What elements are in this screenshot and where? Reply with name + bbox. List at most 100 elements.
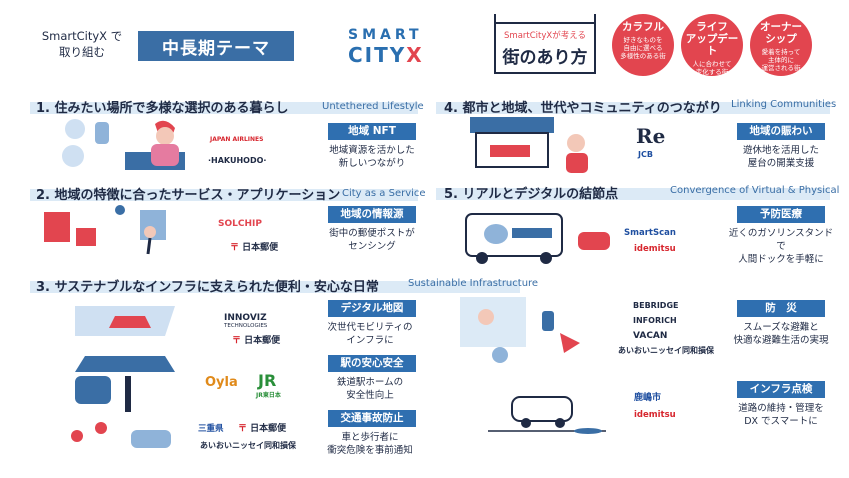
intro-line-1: SmartCityX で: [41, 29, 123, 43]
partner-japanpost-2: 〒 日本郵便: [232, 336, 281, 346]
disaster-illustration: [460, 297, 580, 363]
intro-line-2: 取り組む: [59, 45, 105, 59]
partner-inforich: INFORICH: [633, 316, 677, 325]
partner-oyla: Oyla: [205, 375, 238, 390]
partner-japanpost: 〒 日本郵便: [230, 243, 279, 253]
partner-jr: JR: [258, 371, 277, 390]
section-2-en: City as a Service: [342, 188, 426, 199]
partner-smartscan: SmartScan: [624, 228, 676, 238]
desc-local-info: 街中の郵便ポストがセンシング: [326, 227, 418, 253]
theme-label: 中長期テーマ: [138, 31, 294, 61]
desc-line: 近くのガソリンスタンドで: [728, 228, 834, 252]
section-4-en: Linking Communities: [731, 99, 837, 110]
section-1-en: Untethered Lifestyle: [322, 101, 424, 112]
partner-japanpost-name: 日本郵便: [244, 336, 281, 346]
section-3-en: Sustainable Infrastructure: [408, 278, 539, 289]
partner-jal: JAPAN AIRLINES: [210, 136, 264, 143]
desc-digital-map: 次世代モビリティのインフラに: [318, 321, 422, 347]
desc-local-vitality: 遊休地を活用した屋台の開業支援: [735, 144, 827, 170]
section-4-title: 4. 都市と地域、世代やコミュニティのつながり: [444, 101, 722, 116]
section-1-stripe: [30, 102, 418, 114]
section-5-stripe: [436, 188, 830, 200]
desc-line: センシング: [348, 241, 396, 252]
value-title: ライフ: [696, 21, 728, 33]
logo-line-1: SMART: [348, 27, 423, 43]
tag-infra-inspection: インフラ点検: [737, 381, 825, 398]
partner-re: Re: [636, 124, 666, 148]
partner-idemitsu: idemitsu: [634, 244, 676, 254]
value-desc-3: 運営される街: [761, 64, 801, 72]
partner-japanpost-name: 日本郵便: [250, 424, 287, 434]
partner-japanpost-name: 日本郵便: [242, 243, 279, 253]
value-desc-2: 変化する街: [695, 68, 729, 76]
tag-digital-map: デジタル地図: [328, 300, 416, 317]
desc-line: 鉄道駅ホームの: [336, 377, 404, 388]
sign-hanger: [494, 14, 596, 24]
value-desc: 好きなものを: [623, 36, 663, 44]
section-1-title: 1. 住みたい場所で多様な選択のある暮らし: [36, 101, 289, 116]
tag-local-info: 地域の情報源: [328, 206, 416, 223]
desc-preventive-medicine: 近くのガソリンスタンドで人間ドックを手軽に: [728, 227, 834, 266]
partner-bebridge: BEBRIDGE: [633, 301, 679, 310]
partner-mie: 三重県: [198, 424, 224, 434]
partner-hakuhodo: ·HAKUHODO·: [208, 156, 267, 165]
desc-line: 遊休地を活用した: [742, 145, 819, 156]
desc-accident-prevention: 車と歩行者に衝突危険を事前通知: [314, 431, 426, 457]
desc-line: スムーズな避難と: [743, 322, 819, 333]
sign-title: 街のあり方: [502, 48, 588, 68]
partner-jr-sub: JR東日本: [256, 392, 281, 399]
sign-subtitle: SmartCityXが考える: [504, 31, 586, 41]
desc-station-safety: 鉄道駅ホームの安全性向上: [318, 376, 422, 402]
intro-text: SmartCityX で 取り組む: [40, 28, 124, 60]
desc-line: インフラに: [346, 335, 394, 346]
value-desc: 人に合わせて: [692, 60, 732, 68]
logo-x: X: [406, 43, 424, 67]
section-3-title: 3. サステナブルなインフラに支えられた便利・安心な日常: [36, 280, 379, 295]
desc-line: 地域資源を活かした: [329, 145, 415, 156]
desc-line: 道路の維持・管理を: [738, 403, 824, 414]
value-title-2: アップデート: [685, 33, 739, 57]
partner-innoviz: INNOVIZ: [224, 313, 267, 323]
tag-local-nft: 地域 NFT: [328, 123, 416, 140]
desc-line: 衝突危険を事前通知: [327, 445, 413, 456]
partner-vacan: VACAN: [633, 331, 668, 341]
partner-japanpost-3: 〒 日本郵便: [238, 424, 287, 434]
value-desc: 愛着を持って: [761, 48, 801, 56]
section-2-illustration: [44, 205, 166, 255]
inspection-illustration: [488, 396, 606, 434]
section-4-stripe: [436, 102, 830, 114]
section-5-title: 5. リアルとデジタルの結節点: [444, 187, 619, 202]
desc-line: 次世代モビリティの: [327, 322, 413, 333]
value-title-2: シップ: [765, 33, 797, 45]
value-title: オーナー: [760, 21, 802, 33]
section-2-title: 2. 地域の特徴に合ったサービス・アプリケーション: [36, 188, 341, 203]
section-1-illustration: [62, 119, 185, 170]
partner-aioi: あいおいニッセイ同和損保: [200, 441, 296, 450]
partner-innoviz-sub: TECHNOLOGIES: [224, 323, 268, 329]
value-title: カラフル: [622, 21, 664, 33]
desc-disaster: スムーズな避難と快適な避難生活の実現: [724, 321, 838, 347]
logo-line-2: CITYX: [348, 43, 424, 67]
desc-line: 屋台の開業支援: [747, 158, 815, 169]
partner-jcb: JCB: [638, 150, 653, 159]
smartcityx-logo: SMART CITYX: [344, 27, 423, 69]
partner-kashima: 鹿嶋市: [634, 393, 662, 403]
desc-line: DX でスマートに: [744, 416, 818, 427]
tag-preventive-medicine: 予防医療: [737, 206, 825, 223]
tag-accident-prevention: 交通事故防止: [328, 410, 416, 427]
desc-local-nft: 地域資源を活かした新しいつながり: [326, 144, 418, 170]
section-5-en: Convergence of Virtual & Physical: [670, 185, 840, 196]
value-circle-colorful: カラフル 好きなものを自由に選べる多様性のある街: [612, 14, 674, 76]
section-5-illustration: [465, 213, 610, 264]
section-2-stripe: [30, 189, 418, 201]
tag-local-vitality: 地域の賑わい: [737, 123, 825, 140]
desc-line: 人間ドックを手軽に: [738, 254, 824, 265]
desc-line: 安全性向上: [346, 390, 394, 401]
section-3-illustration: [71, 306, 175, 448]
desc-line: 新しいつながり: [338, 158, 406, 169]
partner-idemitsu-2: idemitsu: [634, 410, 676, 420]
section-4-illustration: [470, 117, 588, 173]
desc-line: 車と歩行者に: [341, 432, 399, 443]
partner-solchip: SOLCHIP: [218, 219, 262, 229]
value-desc-3: 多様性のある街: [620, 52, 666, 60]
